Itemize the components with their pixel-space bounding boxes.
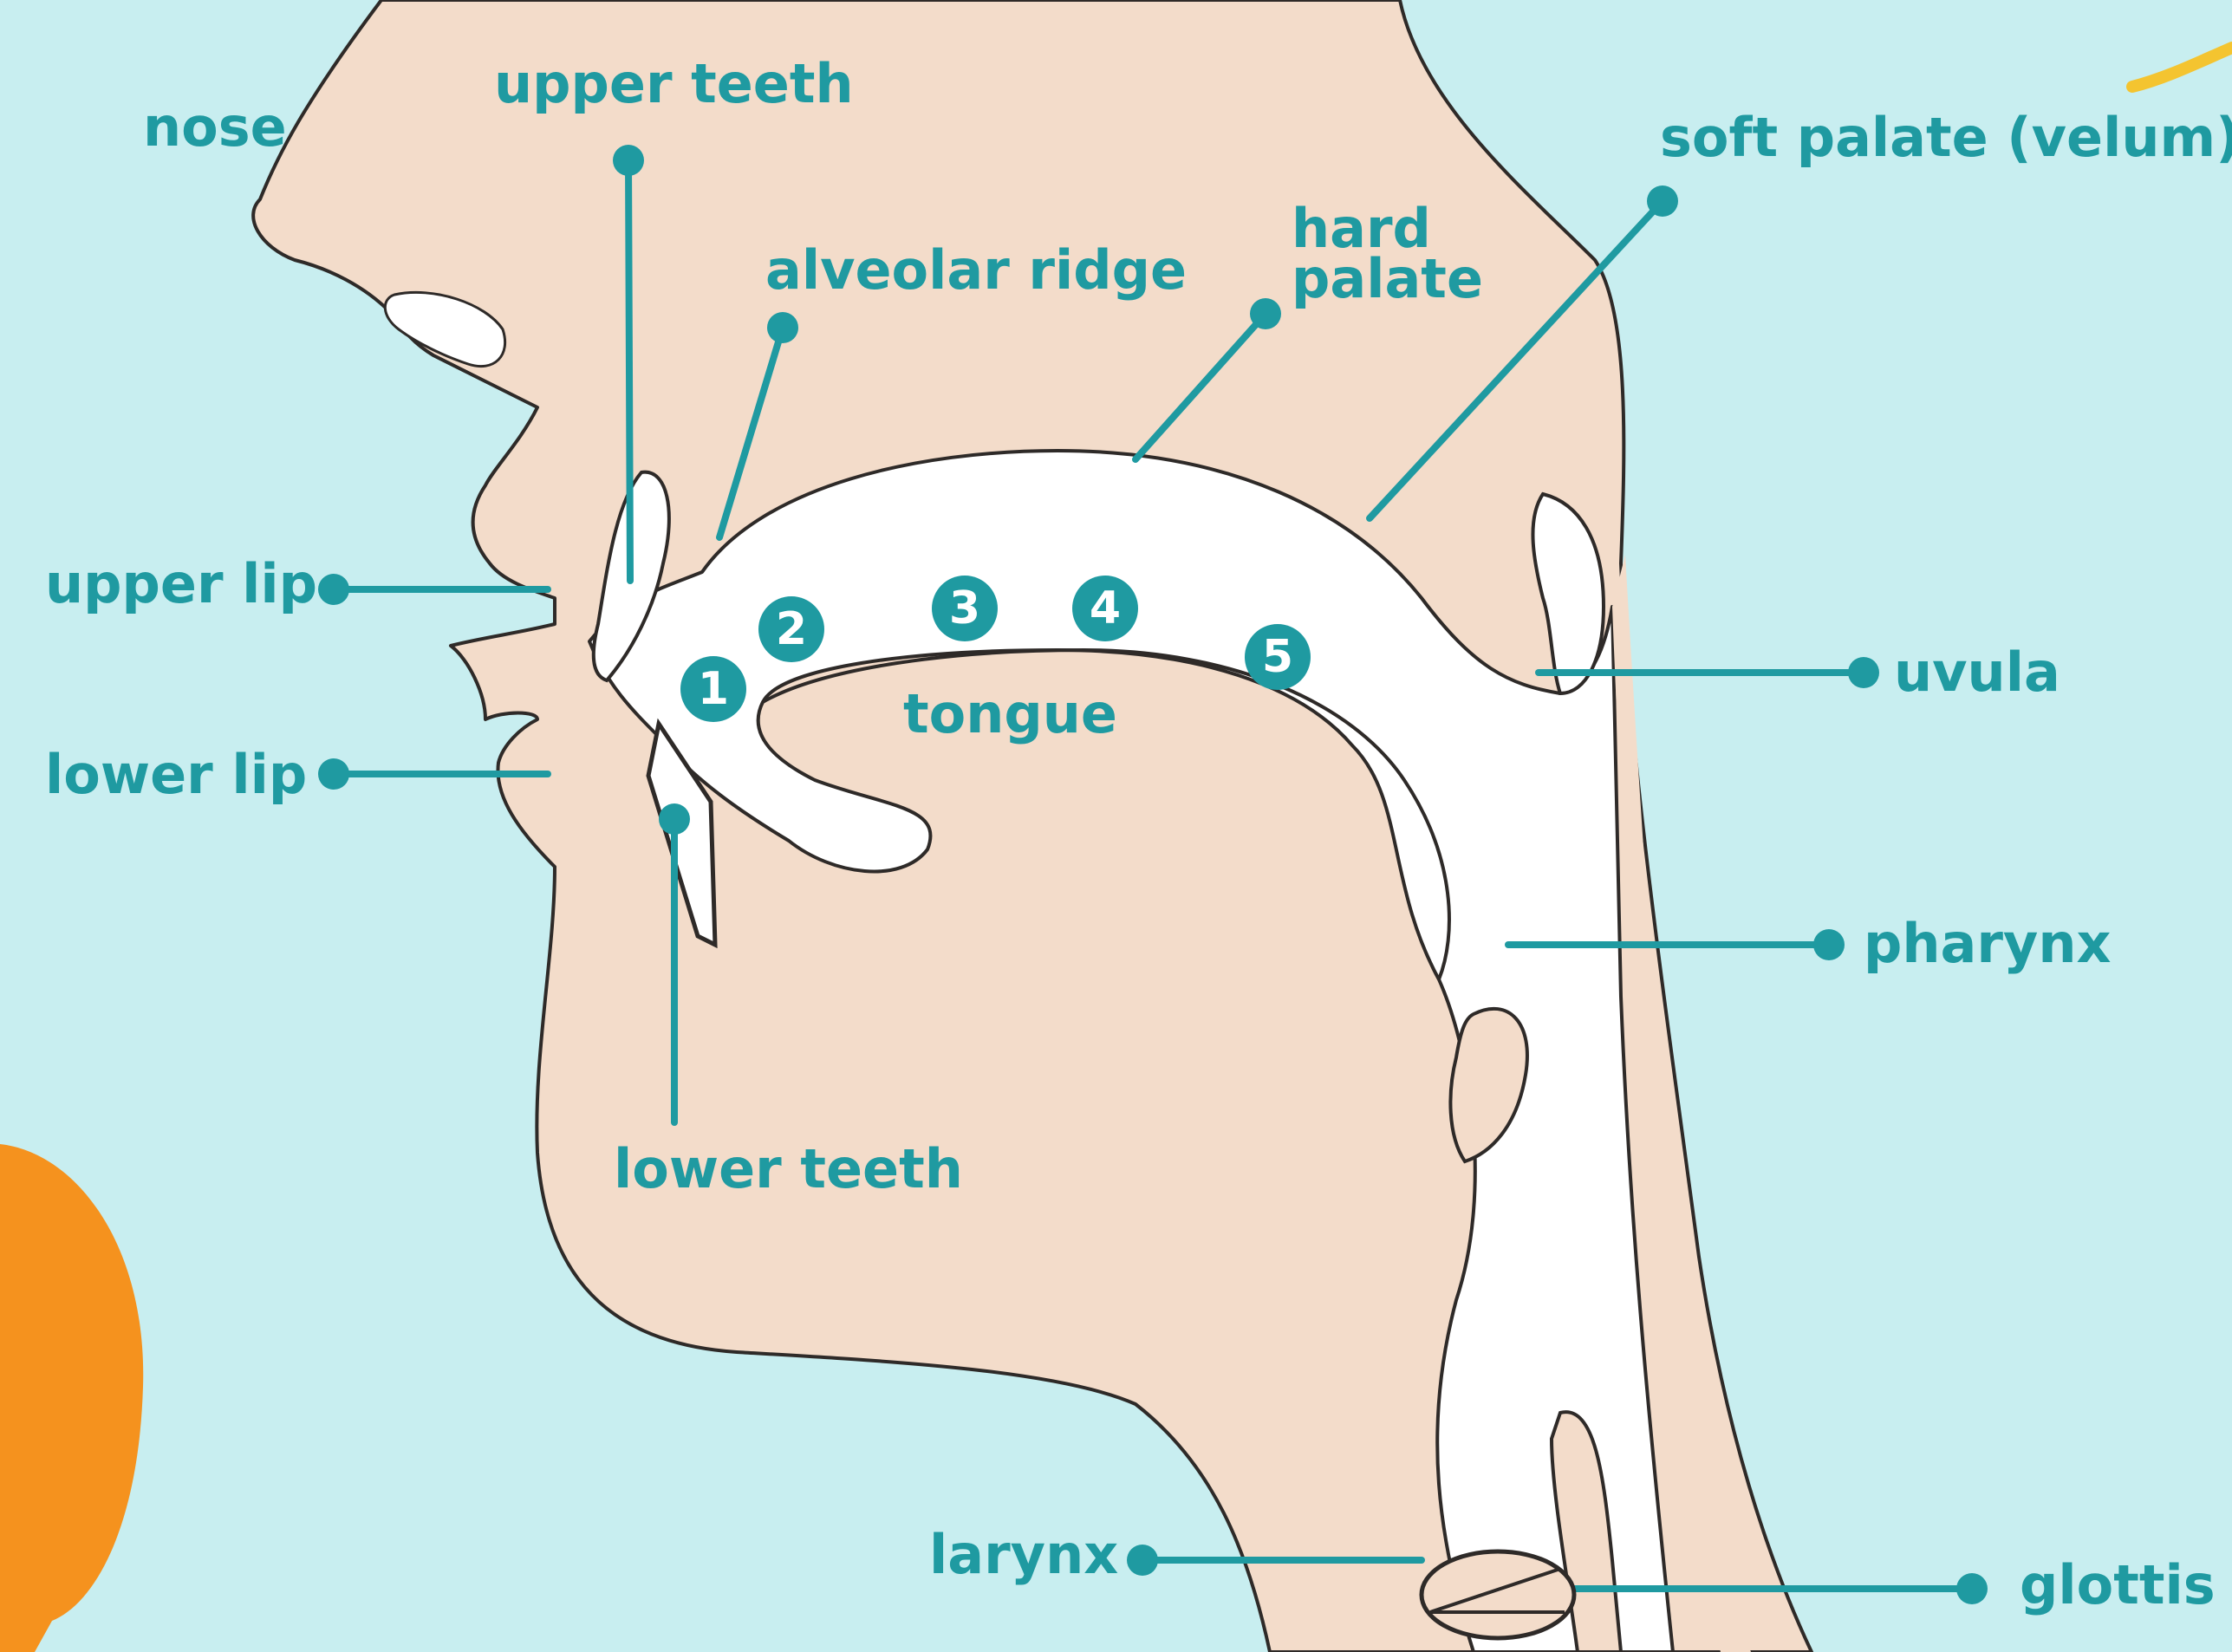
uvula-dot [1848,657,1879,688]
glottis-label: glottis [2020,1553,2216,1616]
place-4-number: 4 [1090,582,1121,634]
larynx-label: larynx [929,1523,1118,1586]
upper-lip-dot [318,574,349,605]
alveolar-ridge-label: alveolar ridge [765,238,1187,302]
lower-lip-label: lower lip [45,743,307,806]
tongue-label: tongue [903,682,1117,745]
upper-lip-label: upper lip [45,552,317,615]
larynx-dot [1127,1545,1158,1576]
lower-lip-dot [318,758,349,790]
pharynx-label: pharynx [1864,912,2111,975]
upper-teeth-leader [628,160,630,581]
glottis-dot [1956,1573,1988,1604]
lower-teeth-dot [659,803,690,835]
pharynx-dot [1813,929,1845,960]
lower-teeth-label: lower teeth [614,1137,963,1200]
upper-teeth-dot [613,145,644,176]
place-2-number: 2 [776,603,807,655]
hard-palate-label-line2: palate [1292,247,1483,310]
place-3-number: 3 [949,582,980,634]
orange-blob [0,1144,143,1652]
upper-teeth-label: upper teeth [494,52,854,115]
uvula-label: uvula [1894,641,2060,704]
yellow-stroke [2132,48,2232,87]
place-5-number: 5 [1262,631,1293,683]
alveolar-ridge-dot [767,312,798,343]
soft-palate-dot [1647,185,1678,217]
place-1-number: 1 [698,663,729,715]
glottis-shape [1422,1551,1574,1638]
hard-palate-dot [1250,298,1281,329]
nose-label: nose [143,95,287,159]
soft-palate-label: soft palate (velum) [1660,106,2232,169]
